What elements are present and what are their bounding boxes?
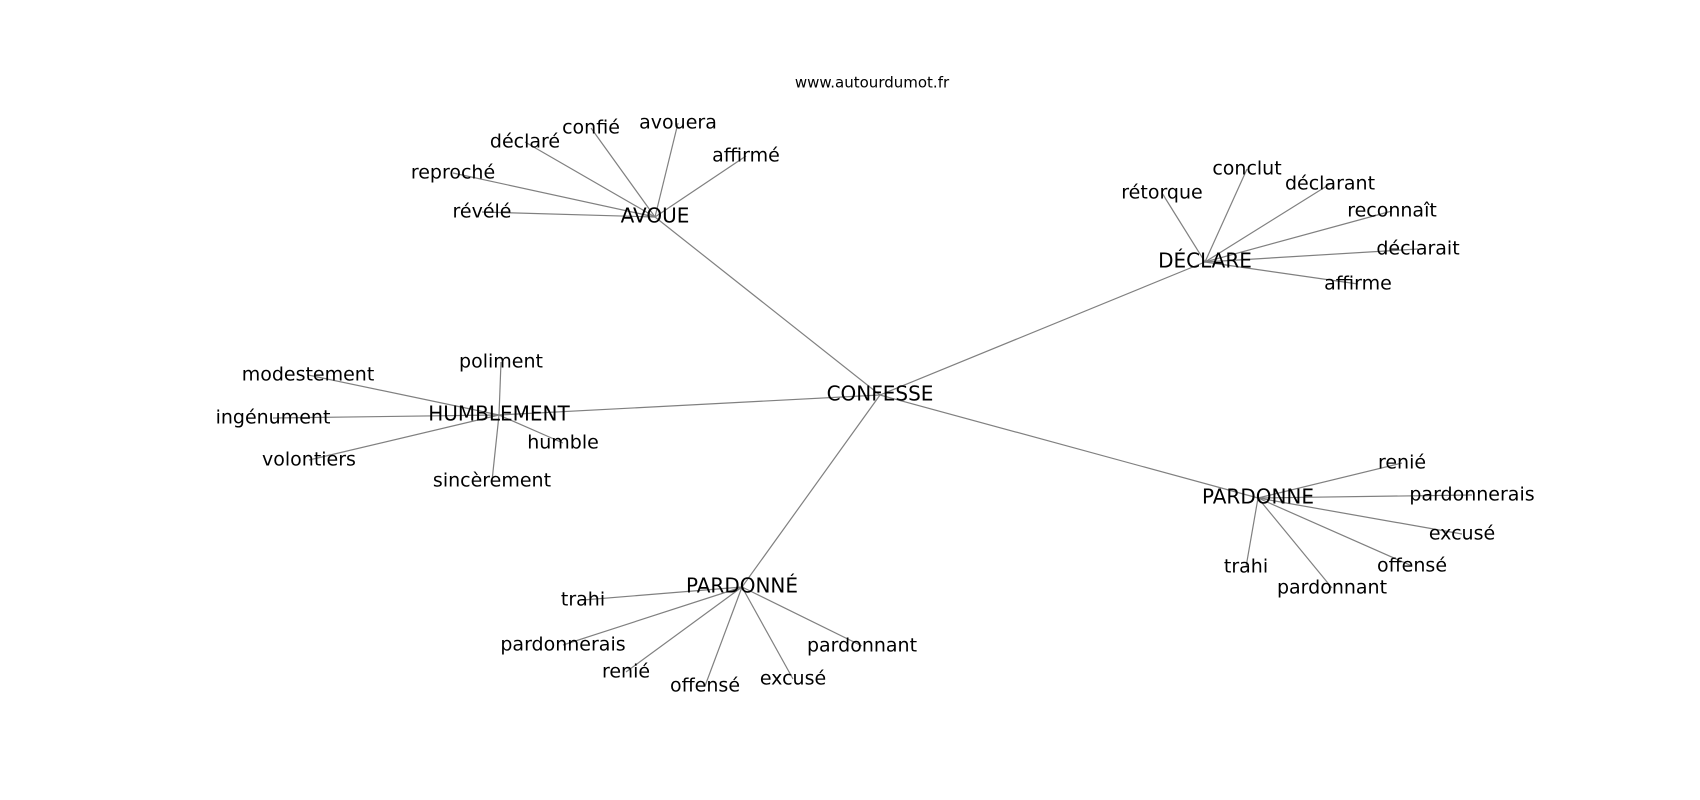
word-node-pardonne-pardonnerais[interactable]: pardonnerais: [1409, 484, 1534, 506]
edge-declare-conclut: [1204, 168, 1248, 263]
word-node-avoue-confie[interactable]: confié: [562, 117, 620, 139]
edge-declare-retorque: [1161, 192, 1206, 263]
edge-pardonne-renie: [625, 586, 743, 673]
word-node-pardonne-pardonnant[interactable]: pardonnant: [807, 635, 917, 657]
word-node-declare-declarant[interactable]: déclarant: [1285, 173, 1375, 195]
word-node-avoue-declare[interactable]: déclaré: [490, 131, 560, 153]
edge-declare-affirme: [1204, 261, 1359, 285]
edge-pardonne-pardonnant: [1257, 497, 1333, 589]
hub-node-pardonne[interactable]: PARDONNE: [1202, 485, 1314, 509]
edge-humblement-volontiers: [308, 414, 500, 461]
word-node-pardonne-trahi[interactable]: trahi: [1224, 556, 1268, 578]
edge-center-avoue: [654, 216, 881, 396]
word-node-pardonne-pardonnant[interactable]: pardonnant: [1277, 577, 1387, 599]
edge-humblement-modestement: [307, 374, 500, 416]
edge-pardonne-pardonnerais: [1257, 494, 1473, 499]
edge-center-pardonne: [879, 394, 1259, 499]
hub-node-avoue[interactable]: AVOUE: [621, 204, 690, 228]
word-node-declare-declarait[interactable]: déclarait: [1376, 238, 1459, 260]
word-node-declare-conclut[interactable]: conclut: [1212, 158, 1281, 180]
word-node-avoue-revele[interactable]: révélé: [453, 201, 512, 223]
edge-pardonne-pardonnant: [741, 586, 863, 647]
edge-pardonne-pardonnerais: [562, 586, 743, 646]
edge-center-humblement: [498, 394, 881, 416]
edge-pardonne-excuse: [1257, 497, 1463, 535]
word-node-pardonne-pardonnerais[interactable]: pardonnerais: [500, 634, 625, 656]
word-node-pardonne-offense[interactable]: offensé: [1377, 555, 1447, 577]
edge-humblement-ingenument: [272, 414, 500, 419]
hub-node-declare[interactable]: DÉCLARE: [1158, 249, 1252, 273]
edge-pardonne-trahi: [1245, 497, 1259, 568]
center-node-label[interactable]: CONFESSE: [827, 382, 934, 406]
word-node-humblement-poliment[interactable]: poliment: [459, 351, 543, 373]
edge-pardonne-trahi: [582, 586, 743, 601]
edge-center-declare: [879, 261, 1206, 396]
hub-node-humblement[interactable]: HUMBLEMENT: [428, 402, 570, 426]
edge-avoue-confie: [590, 127, 656, 218]
watermark-text: www.autourdumot.fr: [795, 74, 950, 92]
word-node-humblement-ingenument[interactable]: ingénument: [216, 407, 331, 429]
edge-avoue-declare: [524, 141, 656, 218]
word-node-pardonne-offense[interactable]: offensé: [670, 675, 740, 697]
edge-declare-reconnait: [1204, 210, 1393, 263]
edge-avoue-affirme: [654, 155, 747, 218]
word-node-pardonne-renie[interactable]: renié: [602, 661, 650, 683]
edge-humblement-sincerement: [491, 414, 500, 482]
hub-node-pardonne[interactable]: PARDONNÉ: [686, 574, 798, 598]
word-node-humblement-sincerement[interactable]: sincèrement: [433, 470, 551, 492]
edge-pardonne-offense: [704, 586, 743, 687]
word-node-avoue-reproche[interactable]: reproché: [411, 162, 495, 184]
word-node-pardonne-excuse[interactable]: excusé: [1429, 523, 1495, 545]
word-node-avoue-affirme[interactable]: affirmé: [712, 145, 780, 167]
edge-pardonne-renie: [1257, 462, 1403, 499]
word-node-avoue-avouera[interactable]: avouera: [639, 112, 717, 134]
word-node-humblement-modestement[interactable]: modestement: [242, 364, 375, 386]
edge-pardonne-offense: [1257, 497, 1413, 567]
edges-layer: [272, 122, 1473, 687]
edge-declare-declarait: [1204, 248, 1419, 263]
edge-humblement-humble: [498, 414, 564, 444]
labels-layer: www.autourdumot.fr CONFESSE AVOUE déclaré…: [216, 74, 1535, 697]
word-node-declare-retorque[interactable]: rétorque: [1121, 182, 1202, 204]
word-node-humblement-humble[interactable]: humble: [527, 432, 599, 454]
word-node-humblement-volontiers[interactable]: volontiers: [262, 449, 356, 471]
word-node-declare-affirme[interactable]: affirme: [1324, 273, 1392, 295]
word-node-pardonne-trahi[interactable]: trahi: [561, 589, 605, 611]
edge-avoue-avouera: [654, 122, 679, 218]
edge-declare-declarant: [1204, 183, 1331, 263]
word-node-pardonne-renie[interactable]: renié: [1378, 452, 1426, 474]
edge-center-pardonne: [741, 394, 881, 588]
edge-avoue-reproche: [452, 172, 656, 218]
edge-avoue-revele: [481, 211, 656, 218]
word-node-pardonne-excuse[interactable]: excusé: [760, 668, 826, 690]
edge-pardonne-excuse: [741, 586, 794, 680]
word-node-declare-reconnait[interactable]: reconnaît: [1347, 200, 1437, 222]
edge-humblement-poliment: [498, 361, 502, 416]
